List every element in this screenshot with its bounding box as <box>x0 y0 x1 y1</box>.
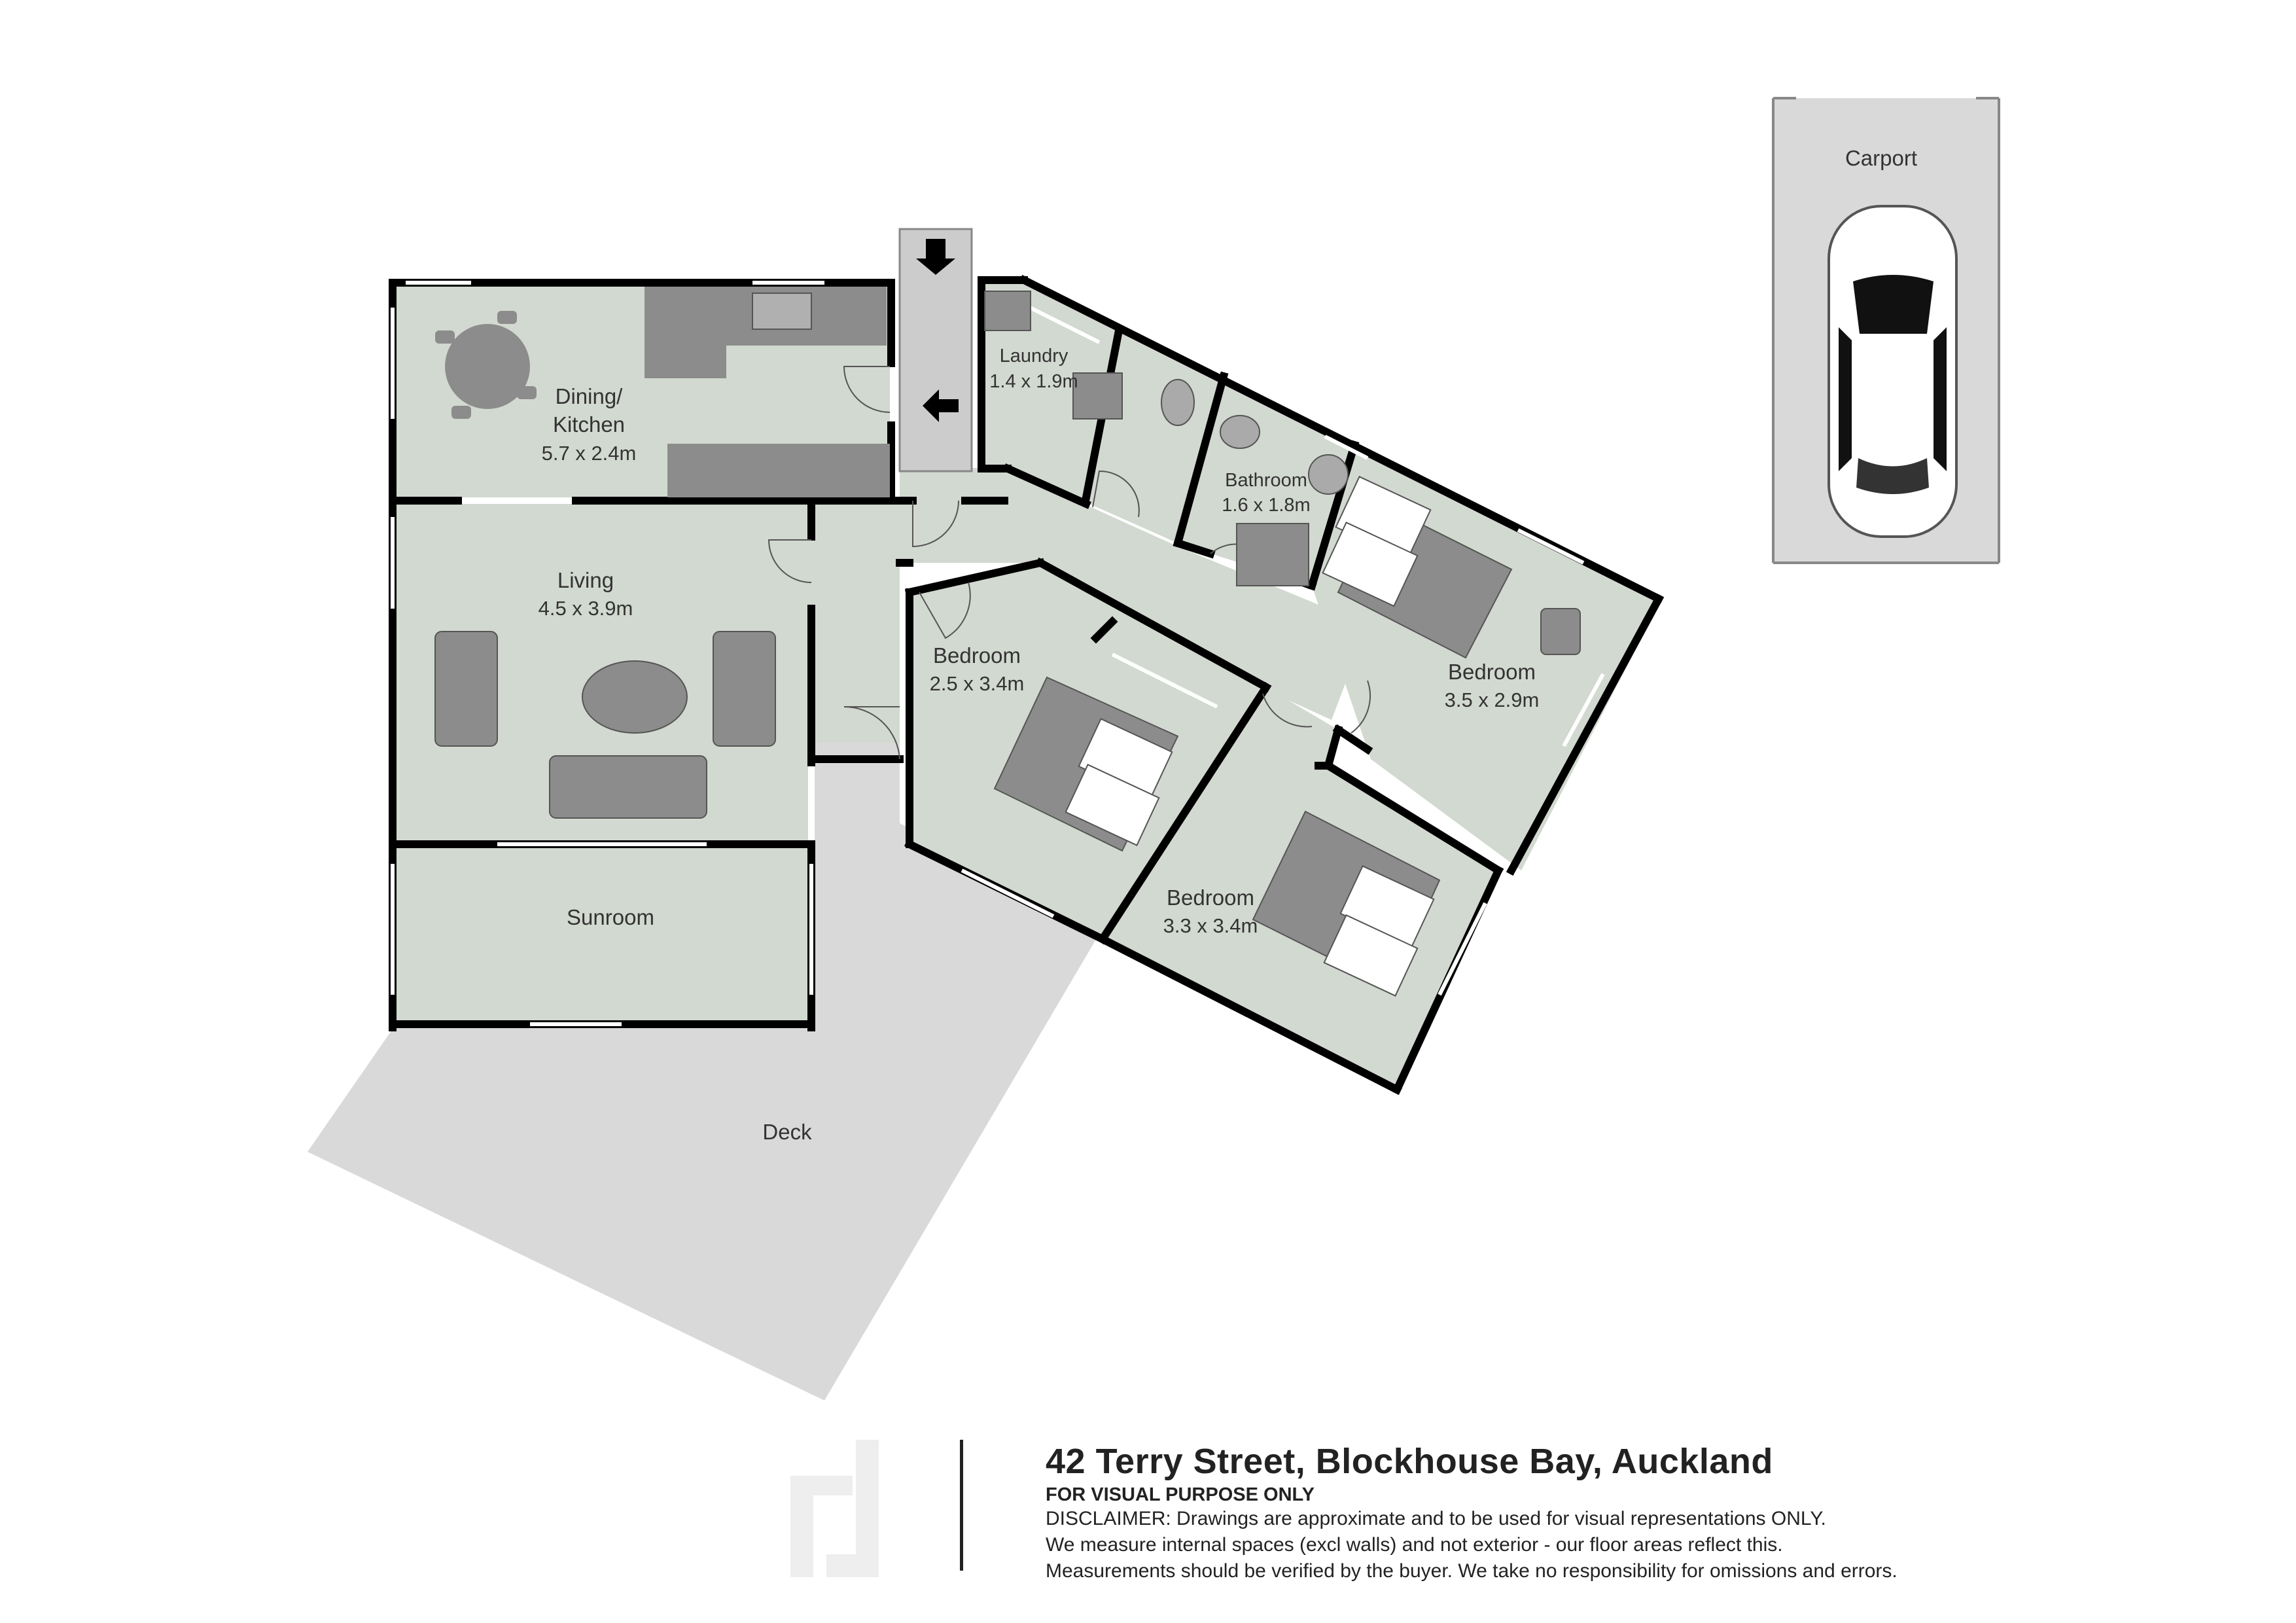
visual-purpose-notice: FOR VISUAL PURPOSE ONLY <box>1046 1484 1315 1505</box>
living-furniture <box>434 631 776 819</box>
bed-3-icon <box>1252 810 1441 997</box>
deck-area <box>308 743 1106 1400</box>
toilet-2-icon <box>1308 454 1349 495</box>
arrow-icons <box>916 239 959 422</box>
basin-icon <box>1220 415 1260 449</box>
deck-label: Deck <box>762 1120 812 1144</box>
toilet-icon <box>1161 379 1195 426</box>
kitchen-counter <box>645 287 890 497</box>
bathroom-label: Bathroom <box>1225 470 1307 491</box>
sink-icon <box>752 293 812 330</box>
disclaimer-line-3: Measurements should be verified by the b… <box>1046 1560 1898 1582</box>
bedroom-3-dims: 3.3 x 3.4m <box>1163 914 1258 937</box>
carport-label: Carport <box>1845 146 1917 170</box>
laundry-label: Laundry <box>1000 346 1069 366</box>
shower-icon <box>1236 523 1309 586</box>
dining-kitchen-label: Dining/ <box>556 384 624 408</box>
sunroom-floor <box>396 847 808 1021</box>
sunroom-label: Sunroom <box>567 905 654 929</box>
footer-divider <box>960 1440 963 1571</box>
dining-table-icon <box>435 311 537 419</box>
living-dims: 4.5 x 3.9m <box>539 597 633 620</box>
footer: 42 Terry Street, Blockhouse Bay, Aucklan… <box>1046 1441 2158 1584</box>
bathroom-dims: 1.6 x 1.8m <box>1222 495 1310 516</box>
living-label: Living <box>557 568 614 592</box>
bedroom-3-label: Bedroom <box>1167 885 1254 910</box>
windows <box>391 281 1605 1056</box>
bed-2-icon <box>1322 476 1513 659</box>
bed-1-icon <box>993 676 1179 852</box>
sofa-left-icon <box>434 631 498 747</box>
dining-kitchen-label-2: Kitchen <box>553 412 625 437</box>
hallway-floor <box>808 504 900 743</box>
property-address: 42 Terry Street, Blockhouse Bay, Aucklan… <box>1046 1442 1773 1481</box>
bedroom-2-label: Bedroom <box>1448 660 1536 684</box>
bedroom-1-label: Bedroom <box>933 643 1021 668</box>
beds <box>993 476 1581 997</box>
carport: Carport <box>1772 97 2000 564</box>
car-icon <box>1828 205 1958 538</box>
laundry-fixtures <box>984 291 1349 586</box>
brand-logo-icon <box>790 1440 879 1577</box>
bedroom-2-dims: 3.5 x 2.9m <box>1445 688 1540 711</box>
laundry-dims: 1.4 x 1.9m <box>989 371 1078 392</box>
disclaimer-line-2: We measure internal spaces (excl walls) … <box>1046 1534 1783 1556</box>
sofa-bottom-icon <box>549 755 707 819</box>
washing-machine-icon <box>1072 372 1123 419</box>
coffee-table-icon <box>582 660 688 734</box>
armchair-icon <box>1540 608 1581 655</box>
sofa-right-icon <box>713 631 776 747</box>
dining-kitchen-dims: 5.7 x 2.4m <box>542 442 637 465</box>
hall-floor <box>900 468 1368 720</box>
disclaimer-line-1: DISCLAIMER: Drawings are approximate and… <box>1046 1508 1826 1529</box>
bedroom-1-dims: 2.5 x 3.4m <box>930 672 1025 695</box>
